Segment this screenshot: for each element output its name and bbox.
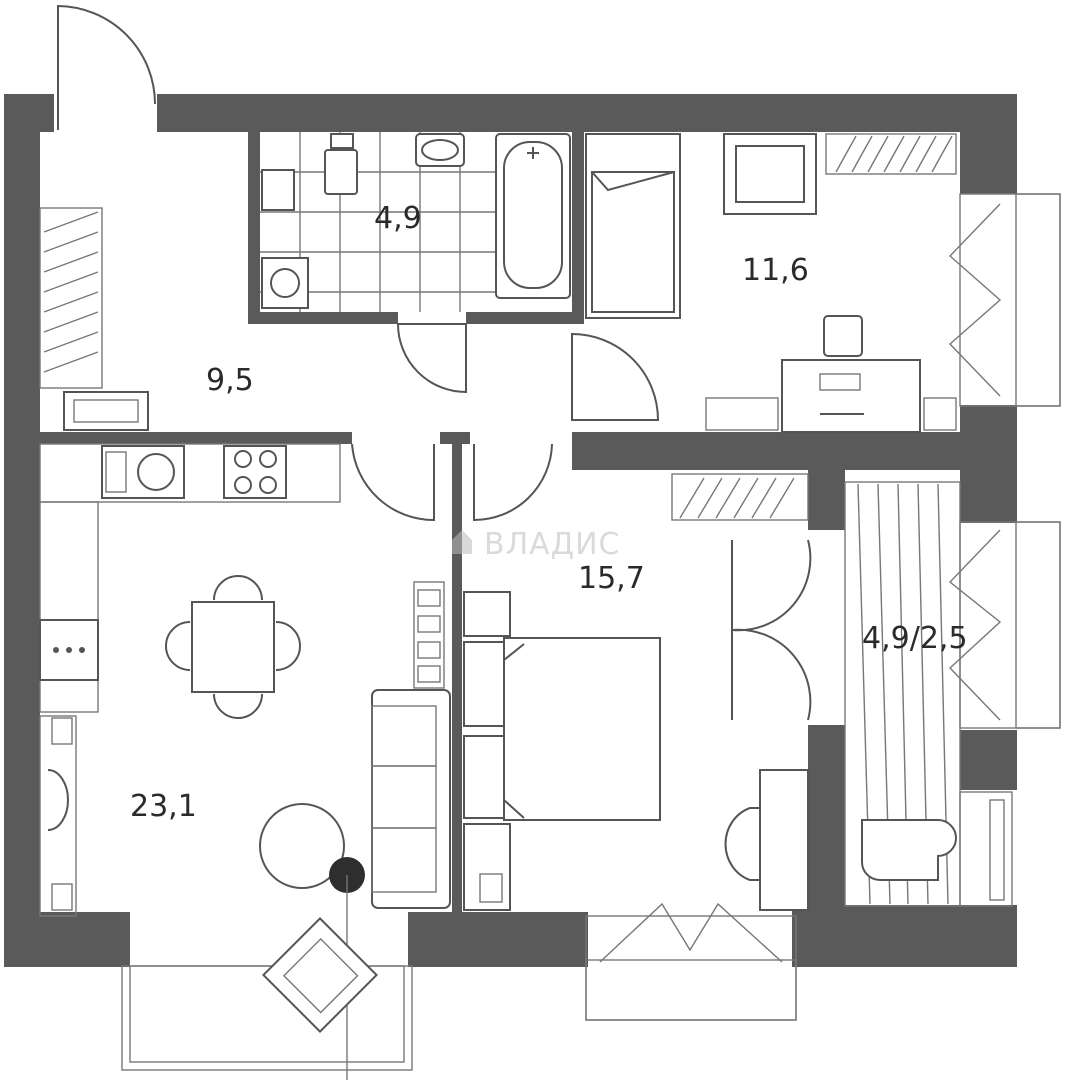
balcony-chair [861,819,957,881]
wardrobe-hallway [39,207,103,389]
window-right-bottom [959,791,1013,907]
bed-single [585,133,681,319]
radiator-left [39,715,77,917]
bedroom-door [473,443,553,522]
area-label-hallway: 9,5 [206,363,254,398]
nightstand-bottom [463,823,511,911]
double-bed [463,637,661,821]
small-bedroom-door [571,332,660,421]
area-label-balcony: 4,9/2,5 [862,621,968,656]
shoe-cabinet [63,391,149,431]
kitchen-counter [39,443,341,713]
radiator-kitchen [413,581,445,689]
coffee-table [259,803,345,889]
area-label-bathroom: 4,9 [374,201,422,236]
entrance-door [57,4,156,130]
walls [4,94,1017,967]
bay-window [121,965,413,1071]
oven [39,619,99,681]
watermark-text: ВЛАДИС [484,527,621,562]
radiator-top [825,133,957,175]
area-label-small-bedroom: 11,6 [742,253,809,288]
watermark: ВЛАДИС [452,527,621,562]
bathtub [495,133,571,299]
stove [223,445,287,499]
washbasin [415,133,465,167]
washing-machine [261,169,309,309]
window-right-upper [948,193,1061,407]
bedroom-desk [724,769,809,911]
kitchen-door [351,443,435,522]
sofa [371,689,451,909]
area-label-main-bedroom: 15,7 [578,561,645,596]
radiator-bedroom-top [671,473,809,521]
toilet [324,133,358,195]
dining-table [165,575,301,719]
bedroom-window [585,902,797,1021]
armchair [723,133,817,215]
bathroom-door [397,323,467,394]
area-label-kitchen-living: 23,1 [130,789,197,824]
desk [705,315,957,433]
window-right-lower [948,521,1061,729]
sink [101,445,185,499]
lounge-chair [262,917,378,1033]
nightstand-top [463,591,511,637]
wardrobe-bedroom-doors [731,539,812,721]
